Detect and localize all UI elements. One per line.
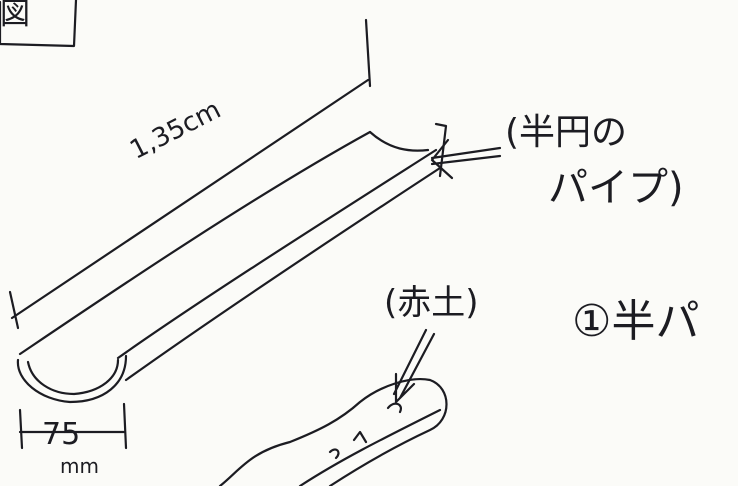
pipe-outer-edge [18,130,372,356]
clay-squiggle [328,402,402,460]
length-dimension-line [10,78,370,320]
length-tick-left [8,290,20,330]
pipe-label-line1: (半円の [505,112,628,153]
width-tick-left [18,408,24,450]
figure-mark: 図 [0,0,30,32]
clay-arrow [392,328,436,404]
pipe-cross-section-inner [26,358,120,396]
pipe-front-lip [434,122,448,178]
clay-pipe-outline [218,378,448,486]
item-label: ①半パ [572,296,700,347]
width-value-label: 75 [42,417,81,452]
clay-pipe-line [298,408,442,486]
pipe-lower-edge [116,148,438,360]
width-unit-label: mm [60,454,99,478]
length-tick-right [364,18,372,88]
pipe-inner-edge [124,166,442,382]
pipe-arrow [430,138,502,180]
clay-label: (赤土) [384,283,479,323]
pipe-label-line2: パイプ) [548,165,684,211]
pipe-cross-section [16,354,128,404]
figure-box [0,0,78,48]
width-tick-right [122,402,128,450]
pipe-front-top [368,130,430,152]
